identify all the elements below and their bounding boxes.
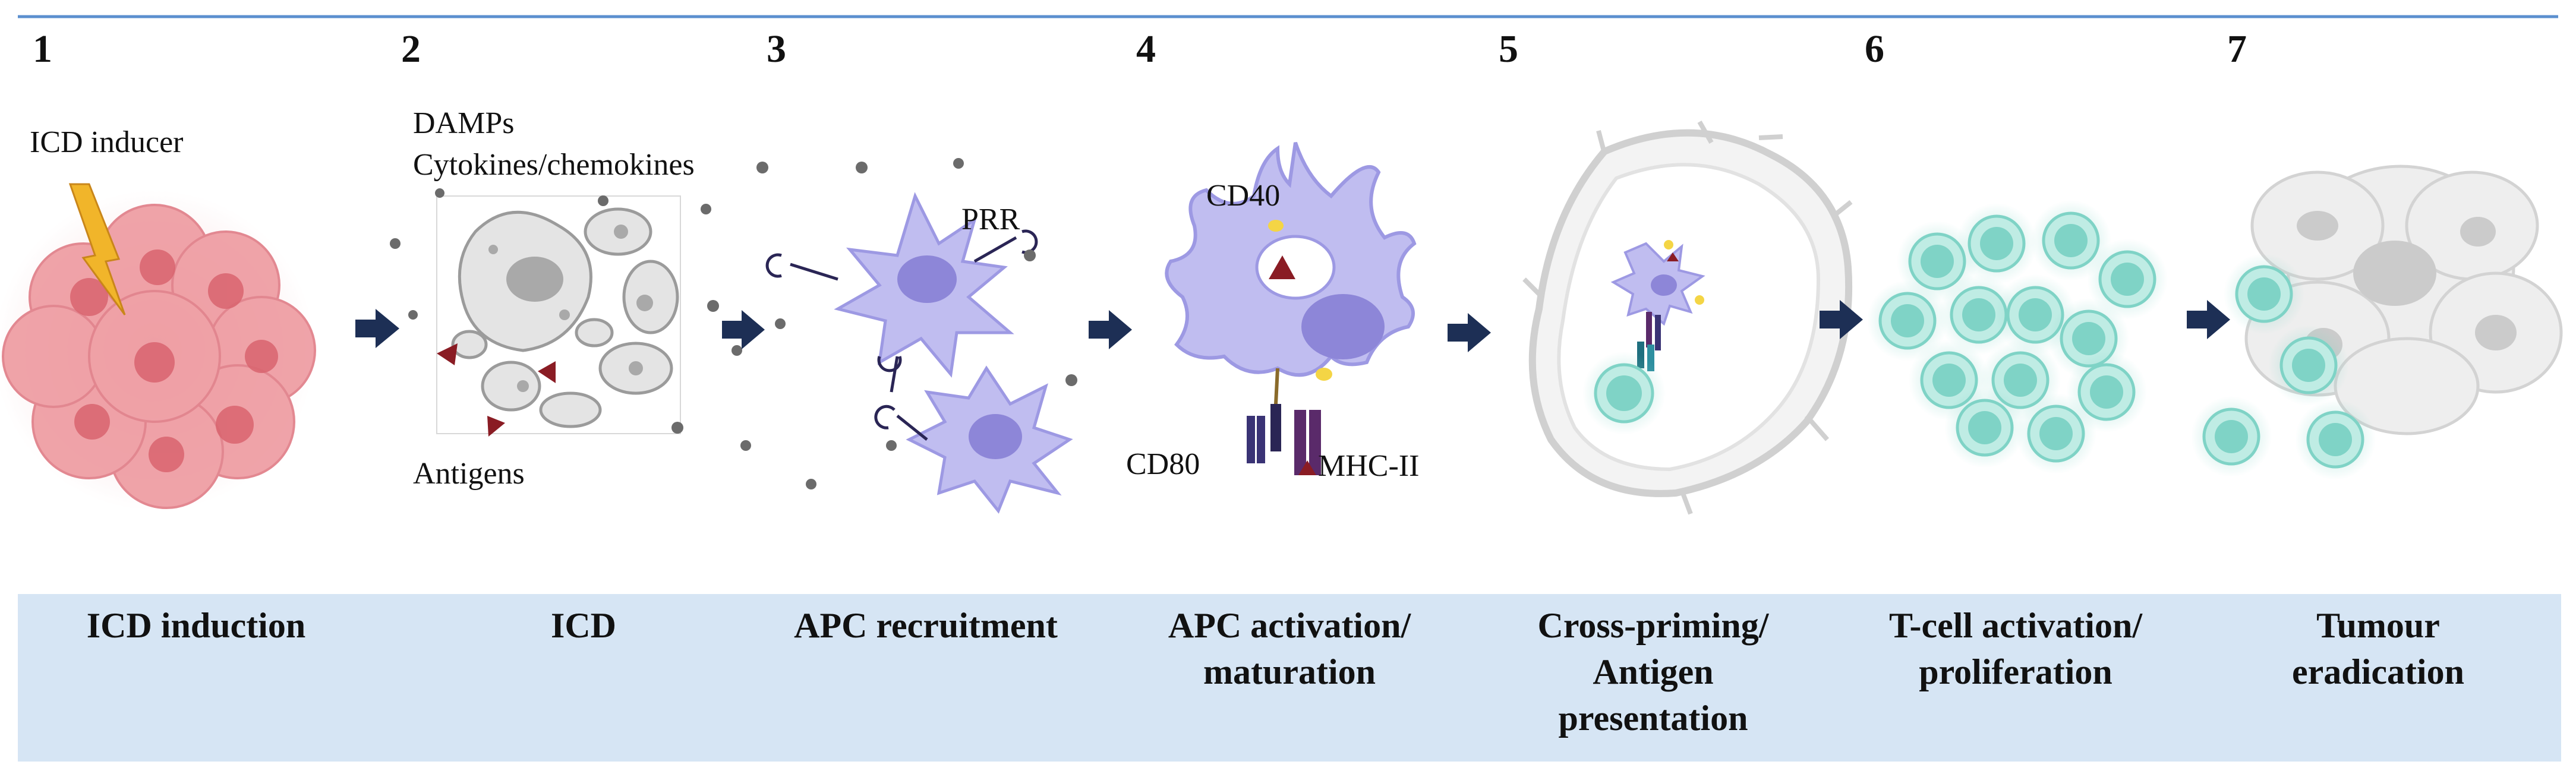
stage-title-2: ICD: [550, 606, 616, 645]
arrow-2-icon: [722, 310, 765, 349]
step-number-3: 3: [767, 27, 786, 71]
step-number-6: 6: [1865, 27, 1884, 71]
stage-title-1: ICD induction: [86, 606, 306, 645]
lightning-bolt-icon: [68, 183, 126, 315]
stage-title-4: APC activation/ maturation: [1168, 606, 1411, 691]
stage-title-6: T-cell activation/ proliferation: [1888, 606, 2143, 691]
stage-title-5: Cross-priming/ Antigen presentation: [1537, 606, 1769, 738]
antigen-icon: [1269, 255, 1295, 279]
cd40-receptor: [1268, 220, 1284, 232]
dying-cell: [436, 195, 681, 437]
apc-in-node: [1610, 240, 1705, 371]
damp-particles-3: [740, 158, 1077, 489]
t-cell: [2295, 399, 2376, 480]
stage-title-7: Tumour eradication: [2292, 606, 2464, 691]
mhc-ii-complex: [1247, 368, 1321, 475]
arrow-4-icon: [1448, 313, 1491, 352]
apc-recruit-1: [834, 192, 1014, 378]
t-cell: [2268, 325, 2349, 406]
t-cell: [1867, 280, 1948, 361]
cd40-receptor: [1316, 368, 1332, 381]
mature-apc: [1165, 142, 1417, 381]
stage-banner: [18, 594, 2561, 762]
t-cell: [1956, 203, 2037, 284]
antigen-icon: [487, 416, 505, 437]
tumour-cluster: [0, 190, 316, 511]
t-cell: [1944, 387, 2025, 468]
t-cell: [2016, 393, 2096, 474]
label-icd-inducer: ICD inducer: [30, 125, 184, 159]
label-cd80: CD80: [1126, 447, 1200, 481]
label-prr: PRR: [961, 203, 1020, 236]
label-mhc-ii: MHC-II: [1318, 449, 1420, 483]
t-cell: [2224, 254, 2304, 334]
t-cell-cluster-7: [2191, 254, 2376, 480]
t-cell: [2087, 239, 2168, 320]
t-cell: [2030, 200, 2111, 281]
t-cell: [1938, 274, 2019, 355]
t-cell-cluster: [1867, 200, 2168, 474]
label-antigens: Antigens: [413, 457, 525, 491]
label-damps: DAMPs: [413, 106, 515, 140]
step-number-7: 7: [2227, 27, 2247, 71]
stage-title-3: APC recruitment: [794, 606, 1058, 645]
arrow-1-icon: [355, 309, 399, 348]
step-number-1: 1: [33, 27, 52, 71]
arrow-3-icon: [1089, 310, 1132, 349]
t-cell: [2191, 396, 2272, 477]
step-number-4: 4: [1136, 27, 1156, 71]
antigen-icon: [538, 361, 556, 383]
step-number-5: 5: [1499, 27, 1518, 71]
t-cell-in-node: [1582, 352, 1666, 435]
t-cell: [1995, 274, 2076, 355]
apc-recruit-2: [906, 365, 1073, 514]
damp-particles: [390, 162, 768, 434]
step-number-2: 2: [401, 27, 421, 71]
label-cd40: CD40: [1206, 179, 1281, 213]
antigen-icon: [437, 343, 458, 365]
arrow-5-icon: [1820, 300, 1863, 339]
arrow-6-icon: [2187, 300, 2230, 339]
label-cytokines: Cytokines/chemokines: [413, 148, 695, 182]
lymph-node: [1522, 121, 1853, 515]
